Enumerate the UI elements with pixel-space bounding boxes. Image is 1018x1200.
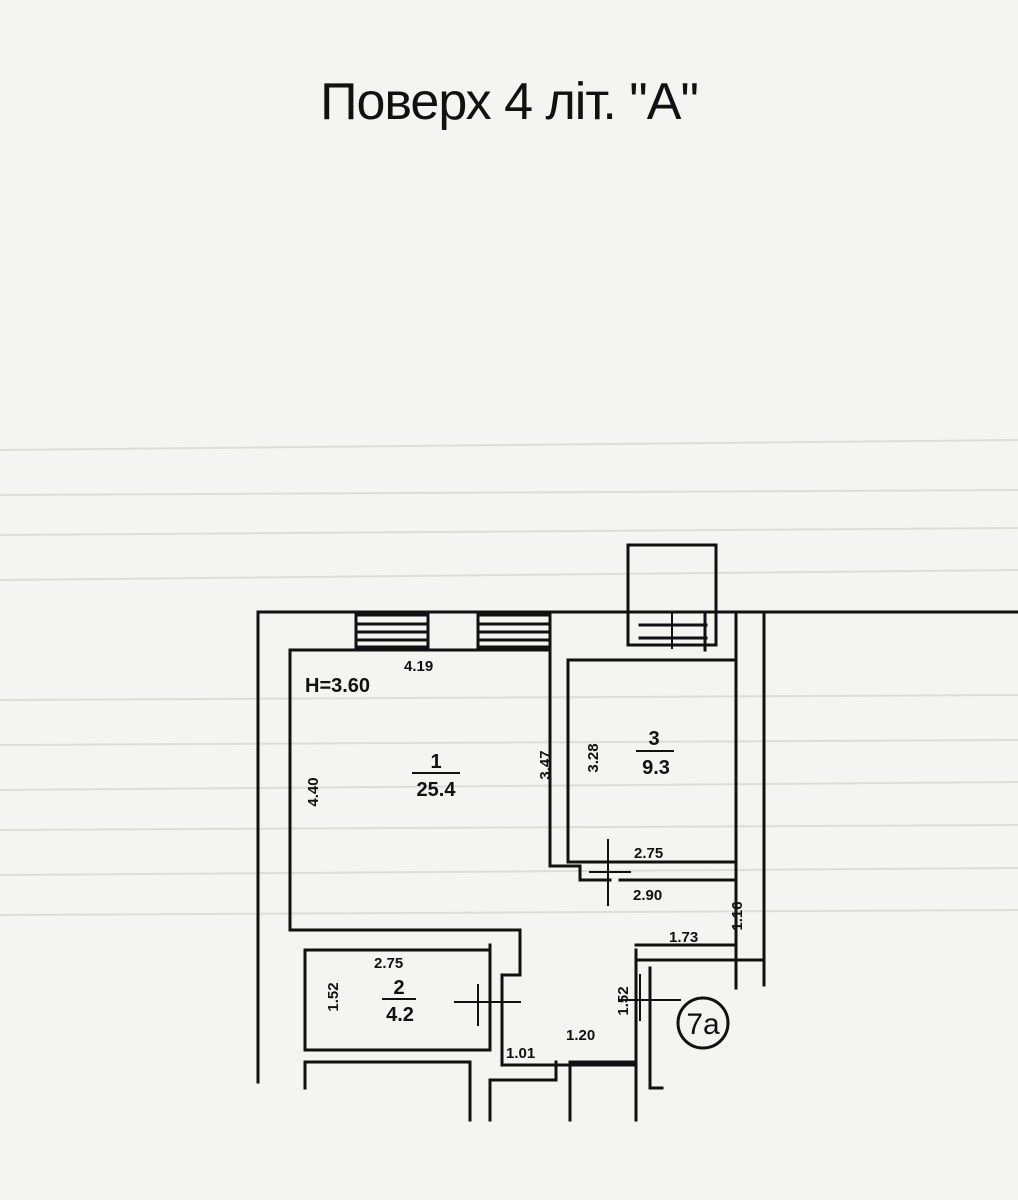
walls: [256, 543, 1018, 1122]
floor-title: Поверх 4 літ. "А": [320, 73, 699, 131]
dim-1-52-left: 1.52: [325, 982, 342, 1011]
room-1-wall-bottom: [288, 928, 522, 977]
dim-1-16: 1.16: [729, 901, 746, 930]
dim-4-19: 4.19: [404, 658, 433, 675]
dim-1-01: 1.01: [506, 1045, 535, 1062]
bottom-stub-mid: [488, 1060, 558, 1122]
room-3-wall: [566, 658, 738, 864]
dim-3-47: 3.47: [537, 750, 554, 779]
room-2-area: 4.2: [386, 1004, 414, 1026]
dim-1-20: 1.20: [566, 1027, 595, 1044]
height-label: H=3.60: [305, 675, 370, 697]
room-2-number: 2: [393, 977, 404, 999]
marker-circle: [676, 996, 730, 1050]
dim-3-28: 3.28: [585, 743, 602, 772]
scan-texture: [0, 439, 1018, 916]
room-3-number: 3: [648, 728, 659, 750]
dim-4-40: 4.40: [305, 777, 322, 806]
room-1-number: 1: [430, 751, 441, 773]
room-3-area: 9.3: [642, 757, 670, 779]
bottom-stub-right: [568, 1060, 638, 1122]
dim-1-73: 1.73: [669, 929, 698, 946]
dim-1-52-right: 1.52: [615, 986, 632, 1015]
room-1-area: 25.4: [417, 779, 457, 801]
room-1-wall-top-right: [288, 648, 612, 882]
dim-2-75-room2: 2.75: [374, 955, 403, 972]
dim-2-90: 2.90: [633, 887, 662, 904]
marker-label: 7а: [686, 1008, 720, 1041]
dim-2-75-room3: 2.75: [634, 845, 663, 862]
bottom-stub-left: [303, 1060, 472, 1122]
